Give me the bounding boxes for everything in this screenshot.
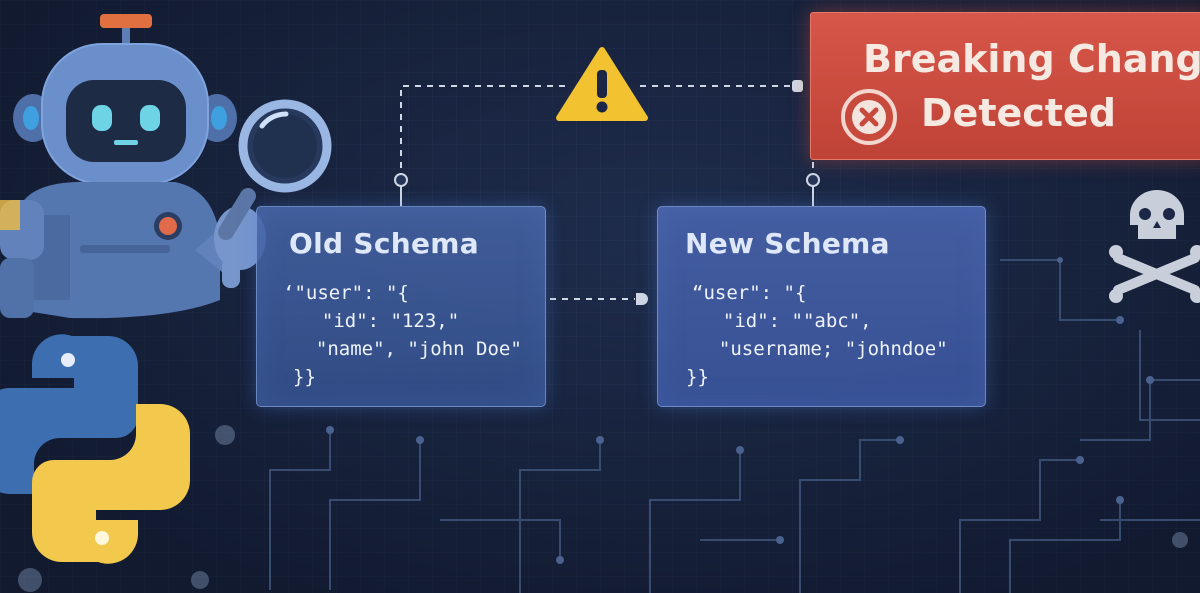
new-schema-title: New Schema	[685, 227, 890, 260]
old-schema-line-4: }}	[293, 366, 316, 388]
new-schema-line-4: }}	[686, 366, 709, 388]
old-schema-line-1: ‘"user": "{	[283, 282, 409, 304]
warning-icon	[556, 47, 648, 121]
old-schema-line-3: "name", "john Doe"	[293, 338, 522, 360]
new-schema-card: New Schema “user": "{ "id": ""abc", "use…	[657, 206, 986, 407]
new-schema-line-3: "username; "johndoe"	[696, 338, 948, 360]
circuit-traces	[269, 259, 1200, 593]
error-x-icon	[841, 89, 897, 145]
breaking-change-alert: Breaking Change Detected	[810, 12, 1200, 160]
new-schema-line-2: "id": ""abc",	[700, 310, 872, 332]
connector-arrowhead	[636, 293, 648, 305]
circuit-nodes	[326, 257, 1154, 564]
magnifier-icon	[218, 99, 332, 240]
skull-crossbones-icon	[1109, 190, 1200, 303]
new-schema-line-1: “user": "{	[692, 282, 807, 304]
python-logo-icon	[0, 334, 190, 564]
alert-title-line2: Detected	[921, 91, 1116, 135]
connector-node-old	[394, 173, 408, 187]
alert-title-line1: Breaking Change	[863, 37, 1200, 81]
old-schema-line-2: "id": "123,"	[299, 310, 460, 332]
old-schema-title: Old Schema	[289, 227, 479, 260]
robot-icon	[0, 14, 266, 319]
connector-node-new	[806, 173, 820, 187]
old-schema-card: Old Schema ‘"user": "{ "id": "123," "nam…	[256, 206, 546, 407]
connector-endcap	[792, 80, 803, 92]
